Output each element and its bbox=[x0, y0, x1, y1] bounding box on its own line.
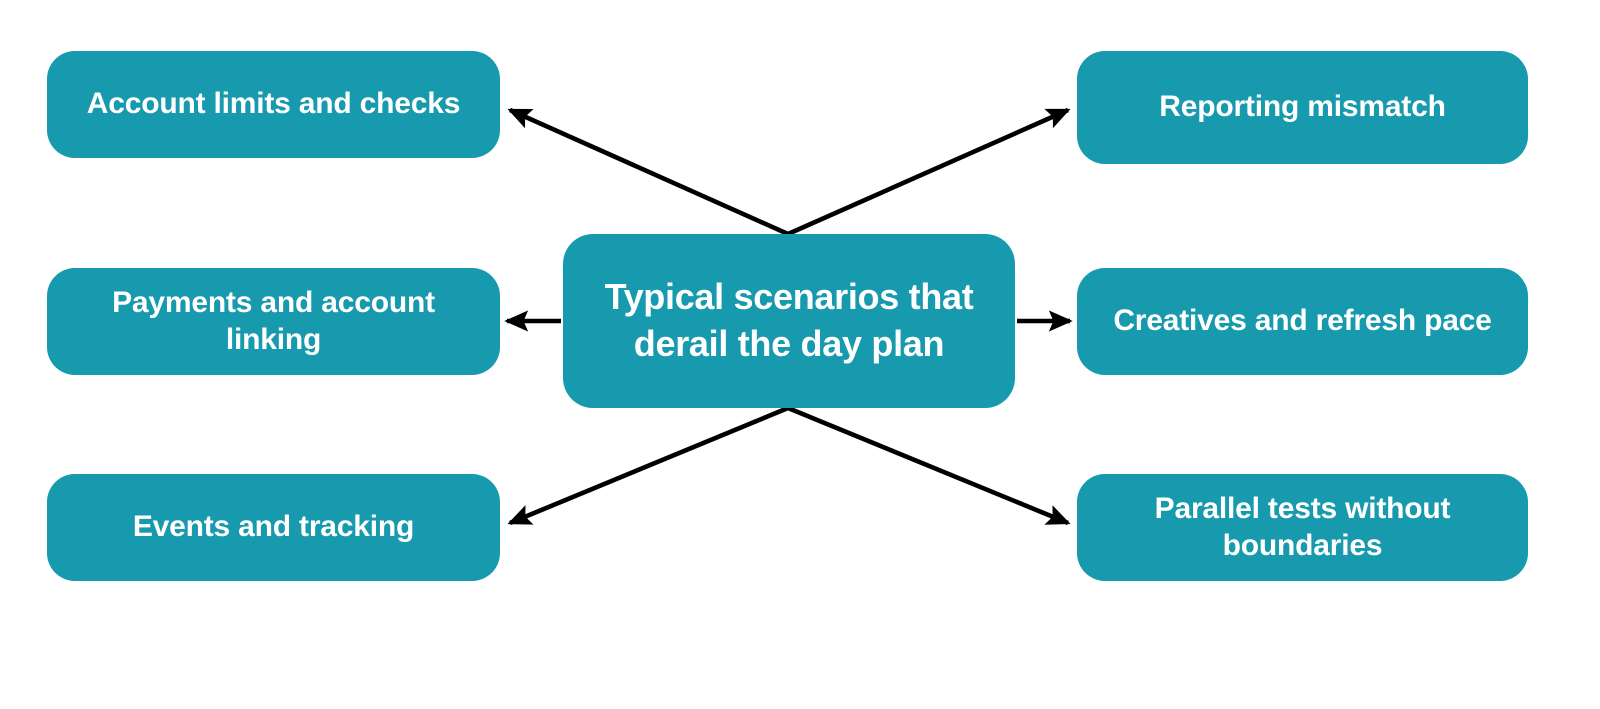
node-center-topic[interactable]: Typical scenarios that derail the day pl… bbox=[563, 234, 1015, 408]
node-center-topic-label: Typical scenarios that derail the day pl… bbox=[604, 276, 974, 364]
node-account-limits[interactable]: Account limits and checks bbox=[47, 51, 500, 158]
node-payments[interactable]: Payments and account linking bbox=[47, 268, 500, 375]
edge-center-to-account-limits bbox=[507, 107, 789, 237]
node-creatives-label: Creatives and refresh pace bbox=[1113, 304, 1492, 338]
node-account-limits-label: Account limits and checks bbox=[86, 87, 461, 121]
edge-center-to-reporting bbox=[787, 107, 1071, 237]
node-events[interactable]: Events and tracking bbox=[47, 474, 500, 581]
node-events-label: Events and tracking bbox=[132, 510, 415, 544]
node-payments-label: Payments and account linking bbox=[112, 285, 435, 356]
node-parallel-tests[interactable]: Parallel tests without boundaries bbox=[1077, 474, 1528, 581]
node-reporting-label: Reporting mismatch bbox=[1159, 90, 1446, 124]
edge-center-to-parallel-tests bbox=[787, 405, 1071, 526]
node-reporting[interactable]: Reporting mismatch bbox=[1077, 51, 1528, 164]
edge-center-to-events bbox=[507, 405, 789, 526]
node-parallel-tests-label: Parallel tests without boundaries bbox=[1154, 491, 1451, 562]
node-creatives[interactable]: Creatives and refresh pace bbox=[1077, 268, 1528, 375]
